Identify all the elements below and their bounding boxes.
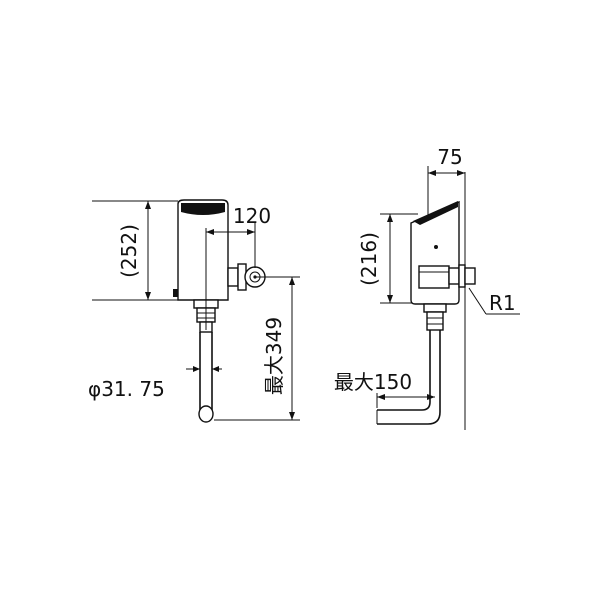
front-height-label: (252) bbox=[117, 224, 141, 278]
thread-label: R1 bbox=[489, 291, 516, 315]
arrow-head bbox=[289, 412, 295, 420]
arrow-head bbox=[377, 394, 385, 400]
front-max-length-label: 最大349 bbox=[262, 317, 286, 395]
arrow-head bbox=[145, 292, 151, 300]
side-lower-connector bbox=[423, 303, 447, 313]
diameter-label: φ31. 75 bbox=[88, 377, 165, 401]
arrow-head bbox=[457, 170, 465, 176]
side-inlet-flange bbox=[458, 264, 466, 288]
side-inlet-stub bbox=[448, 267, 460, 285]
arrow-head bbox=[247, 229, 255, 235]
side-connector bbox=[418, 265, 450, 289]
arrow-head bbox=[289, 277, 295, 285]
arrow-head bbox=[145, 201, 151, 209]
arrow-head bbox=[193, 366, 200, 372]
wall-fitting bbox=[464, 267, 476, 285]
front-view: (252) 120 最大349 bbox=[88, 199, 300, 423]
side-max-length-label: 最大150 bbox=[334, 370, 412, 394]
pipe-end bbox=[198, 405, 214, 423]
arrow-head bbox=[427, 394, 435, 400]
inlet-stub bbox=[227, 267, 239, 287]
bent-pipe-inner bbox=[377, 330, 431, 411]
side-height-label: (216) bbox=[357, 232, 381, 286]
indicator-dot bbox=[434, 245, 438, 249]
valve-body bbox=[177, 199, 229, 301]
arrow-head bbox=[428, 170, 436, 176]
arrow-head bbox=[387, 295, 393, 303]
arrow-head bbox=[212, 366, 219, 372]
sensor-window bbox=[181, 203, 225, 215]
side-view: 75 (216) R1 最大15 bbox=[334, 145, 520, 430]
offset-label: 120 bbox=[233, 204, 271, 228]
top-label: 75 bbox=[437, 145, 462, 169]
side-sensor-window bbox=[413, 201, 458, 225]
bent-pipe-outer bbox=[377, 330, 441, 425]
arrow-head bbox=[387, 214, 393, 222]
side-nut bbox=[426, 311, 444, 331]
side-tab bbox=[173, 289, 178, 297]
arrow-head bbox=[206, 229, 214, 235]
thread-leader bbox=[468, 287, 487, 315]
